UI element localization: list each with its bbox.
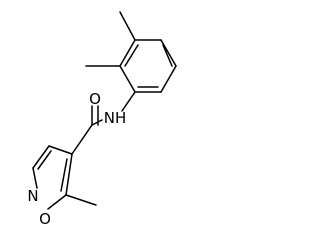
bond <box>119 65 136 93</box>
bond <box>160 65 177 93</box>
bond <box>160 39 177 67</box>
methyl-bond-ring <box>65 194 97 206</box>
molecule-structure: O NH N O <box>27 11 177 228</box>
bond-carbonyl-ring <box>71 124 93 155</box>
phenyl-ring <box>119 39 177 93</box>
double-bond-inner <box>37 150 52 170</box>
isoxazole-ring <box>32 145 73 210</box>
bond <box>47 194 67 210</box>
ring-oxygen-label: O <box>39 210 51 228</box>
methyl-bond-top <box>119 11 136 41</box>
double-bond-inner <box>124 44 139 67</box>
bond-n-carbonyl <box>91 119 103 126</box>
bond-aryl-n <box>121 91 136 112</box>
bond <box>119 39 136 67</box>
amide-nitrogen-label: NH <box>104 109 127 127</box>
double-bond-inner <box>60 158 68 192</box>
structure-canvas: O NH N O <box>27 11 177 228</box>
bond <box>32 167 38 189</box>
bond <box>48 145 73 155</box>
carbonyl-oxygen-label: O <box>89 90 101 108</box>
ring-nitrogen-label: N <box>27 187 38 205</box>
double-bond-inner <box>162 44 173 67</box>
bond <box>32 145 50 169</box>
bond <box>65 153 73 196</box>
